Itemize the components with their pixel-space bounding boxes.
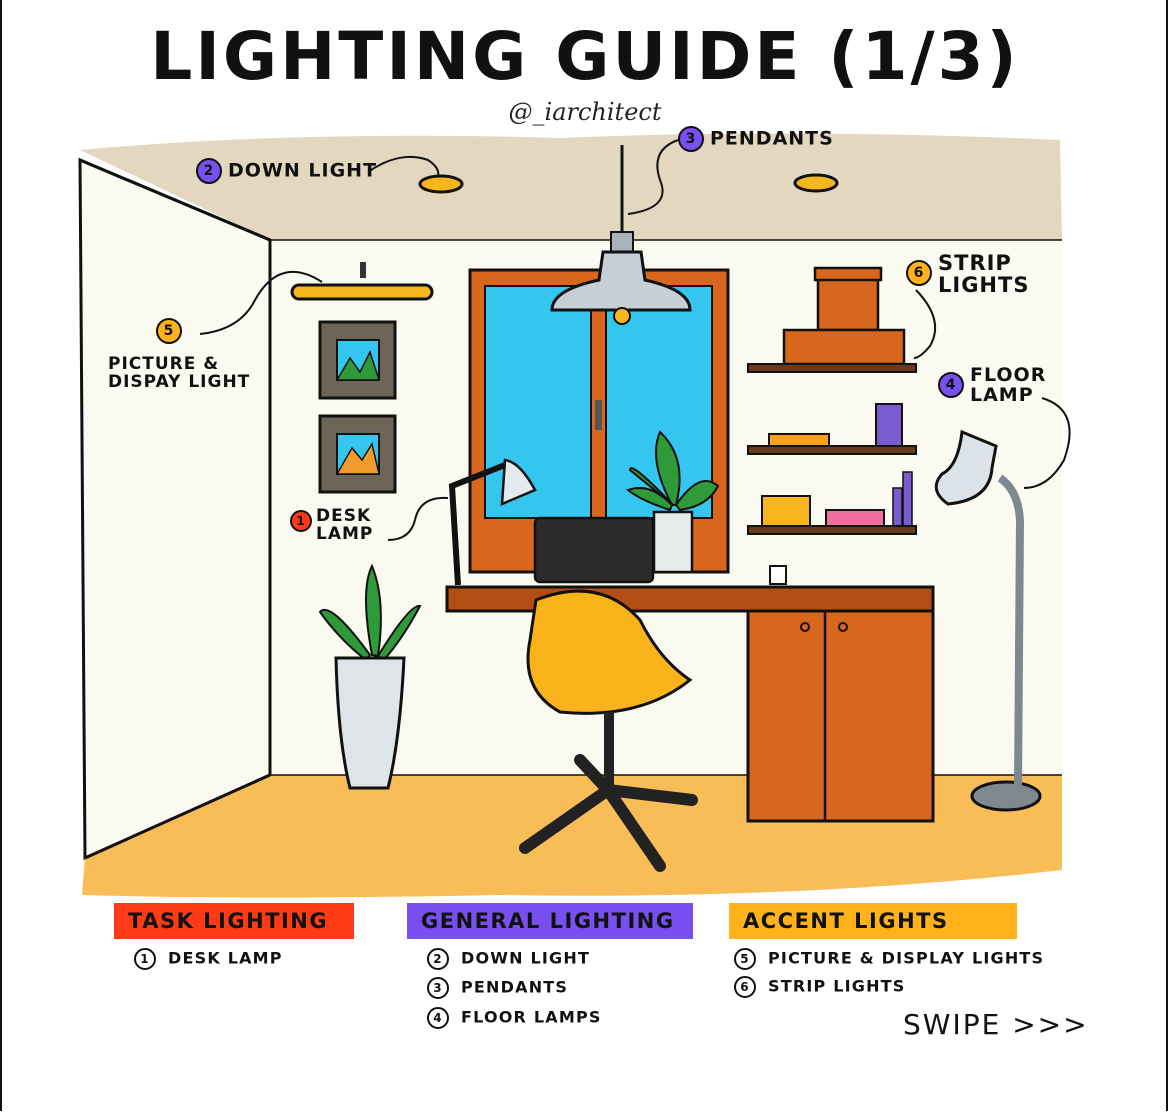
- floor-lamp-pole: [997, 474, 1025, 791]
- picture-light-bar: [290, 283, 434, 301]
- chair-base: [519, 754, 698, 872]
- legend-num-2: 2: [427, 948, 449, 970]
- callout-picture-light-line2: DISPAY LIGHT: [108, 371, 251, 392]
- legend-num-3: 3: [427, 977, 449, 999]
- page-title: LIGHTING GUIDE (1/3): [150, 18, 1020, 95]
- floor-lamp-shade: [934, 429, 998, 506]
- leader-strip-lights: [913, 289, 937, 359]
- chair-seat: [526, 589, 693, 715]
- desk-lamp-shade: [500, 458, 537, 506]
- callout-picture-light: PICTURE & DISPAY LIGHT: [108, 354, 251, 392]
- legend-item-floor-lamps: 4 FLOOR LAMPS: [427, 1007, 602, 1029]
- legend-text-pendants: PENDANTS: [461, 977, 569, 997]
- legend-text-desk-lamp: DESK LAMP: [168, 948, 283, 968]
- callout-strip-lights-line2: LIGHTS: [938, 273, 1030, 298]
- window-glass-left: [484, 285, 592, 519]
- callout-desk-lamp-line1: DESK: [316, 506, 372, 526]
- desk-top: [445, 585, 935, 613]
- legend-text-picture-display-lights: PICTURE & DISPLAY LIGHTS: [768, 948, 1045, 968]
- floor-plant-vase: [334, 656, 406, 790]
- callout-badge-1: 1: [290, 510, 312, 532]
- pendant-lamp-neck: [610, 231, 634, 253]
- shelf-bottom: [747, 525, 917, 535]
- leader-pendants: [627, 139, 679, 215]
- desk-plant-pot: [652, 510, 694, 574]
- callout-strip-lights-line1: STRIP: [938, 251, 1012, 275]
- callout-pendants-text: PENDANTS: [710, 127, 834, 150]
- legend-num-4: 4: [427, 1007, 449, 1029]
- legend-num-5: 5: [734, 948, 756, 970]
- legend-text-strip-lights: STRIP LIGHTS: [768, 976, 906, 996]
- ceiling: [80, 133, 1062, 240]
- room-illustration: [78, 133, 1071, 898]
- callout-desk-lamp-line2: LAMP: [316, 523, 374, 544]
- swipe-prompt[interactable]: SWIPE >>>: [903, 1008, 1089, 1041]
- shelf-top: [747, 363, 917, 373]
- legend-item-desk-lamp: 1 DESK LAMP: [134, 948, 283, 970]
- leader-desk-lamp: [387, 496, 449, 541]
- callout-badge-3: 3: [678, 126, 704, 152]
- shelf-middle: [747, 445, 917, 455]
- desk-lamp-arm: [448, 462, 507, 586]
- callout-floor-lamp-line2: LAMP: [970, 383, 1034, 406]
- floor-lamp-base: [970, 780, 1042, 812]
- legend-heading-general: GENERAL LIGHTING: [407, 903, 693, 939]
- legend-text-floor-lamps: FLOOR LAMPS: [461, 1007, 602, 1027]
- legend-item-picture-display-lights: 5 PICTURE & DISPLAY LIGHTS: [734, 948, 1044, 970]
- callout-pendants: 3 PENDANTS: [678, 126, 834, 152]
- leader-picture-light: [199, 270, 323, 335]
- down-light-right: [793, 173, 839, 193]
- pendant-lamp-shade: [550, 250, 692, 312]
- legend-item-strip-lights: 6 STRIP LIGHTS: [734, 976, 906, 998]
- callout-badge-4: 4: [938, 372, 964, 398]
- left-wall: [78, 157, 272, 861]
- laptop: [533, 516, 655, 584]
- legend-heading-task: TASK LIGHTING: [114, 903, 354, 939]
- legend-num-6: 6: [734, 976, 756, 998]
- leader-floor-lamp: [1023, 397, 1071, 489]
- desk-cabinet: [746, 609, 935, 823]
- callout-down-light: 2 DOWN LIGHT: [196, 158, 377, 184]
- callout-picture-light-badge-wrap: 5: [156, 318, 188, 344]
- leader-down-light: [367, 155, 440, 177]
- callout-badge-6: 6: [906, 260, 932, 286]
- legend-num-1: 1: [134, 948, 156, 970]
- callout-picture-light-line1: PICTURE &: [108, 354, 220, 374]
- callout-down-light-text: DOWN LIGHT: [228, 159, 378, 182]
- legend-text-down-light: DOWN LIGHT: [461, 948, 591, 968]
- legend-item-pendants: 3 PENDANTS: [427, 977, 568, 999]
- callout-badge-5: 5: [156, 318, 182, 344]
- callout-badge-2: 2: [196, 158, 222, 184]
- author-handle: @_iarchitect: [508, 98, 662, 126]
- legend-heading-accent: ACCENT LIGHTS: [729, 903, 1017, 939]
- down-light-left: [418, 174, 464, 194]
- callout-floor-lamp-line1: FLOOR: [970, 364, 1047, 386]
- legend-item-down-light: 2 DOWN LIGHT: [427, 948, 590, 970]
